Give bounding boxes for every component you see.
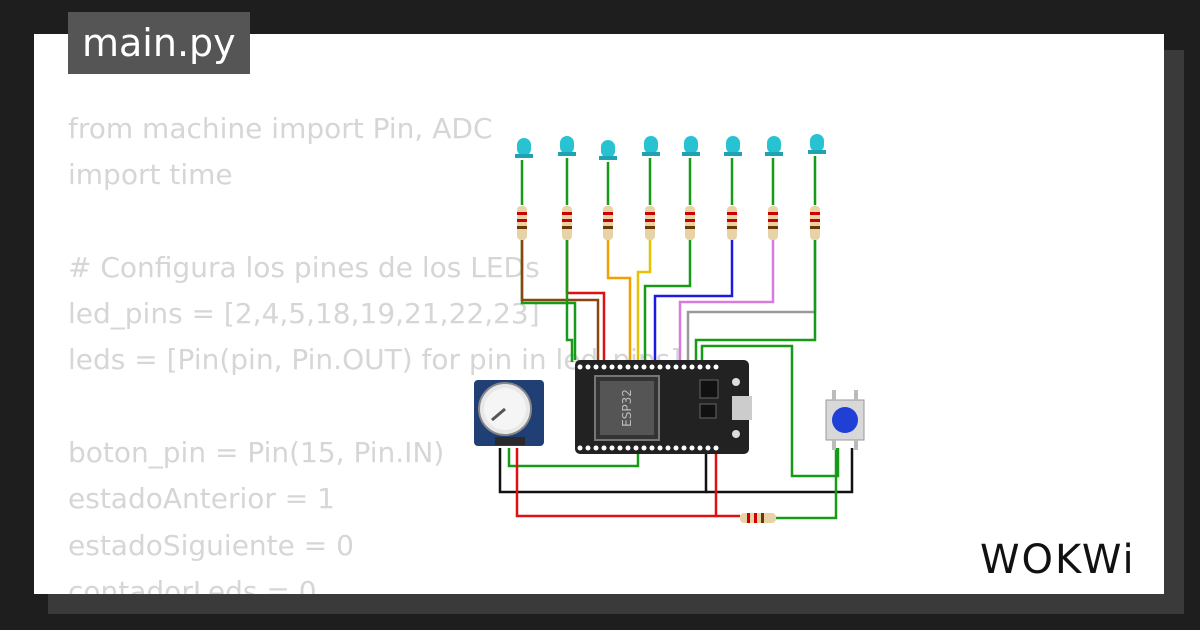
resistor — [685, 206, 695, 240]
resistor-row — [517, 206, 820, 523]
led — [682, 136, 700, 156]
code-line: estadoAnterior = 1 — [68, 482, 335, 516]
led — [515, 138, 533, 158]
code-line: estadoSiguiente = 0 — [68, 528, 354, 562]
resistor — [517, 206, 527, 240]
code-line: import time — [68, 158, 233, 192]
code-line: contadorLeds = 0 — [68, 574, 317, 594]
pushbutton[interactable] — [825, 390, 865, 450]
esp32-board: ESP32 — [575, 360, 752, 454]
led — [808, 134, 826, 154]
led — [642, 136, 660, 156]
led — [599, 140, 617, 160]
resistor — [603, 206, 613, 240]
resistor — [727, 206, 737, 240]
code-line: boton_pin = Pin(15, Pin.IN) — [68, 436, 445, 470]
circuit-diagram: ESP32 — [474, 134, 865, 523]
resistor — [645, 206, 655, 240]
file-tab[interactable]: main.py — [68, 12, 250, 74]
resistor — [740, 513, 776, 523]
logo-text: WOKWi — [980, 537, 1136, 583]
led — [765, 136, 783, 156]
board-label: ESP32 — [620, 389, 634, 427]
code-preview: from machine import Pin, ADC import time… — [68, 106, 681, 594]
wokwi-logo: WOKWi — [980, 537, 1136, 583]
led — [558, 136, 576, 156]
code-line: leds = [Pin(pin, Pin.OUT) for pin in led… — [68, 343, 682, 377]
resistor — [562, 206, 572, 240]
led-row — [515, 134, 826, 160]
wires — [498, 156, 854, 520]
resistor — [810, 206, 820, 240]
preview-card: from machine import Pin, ADC import time… — [34, 34, 1164, 594]
led — [724, 136, 742, 156]
code-line: # Configura los pines de los LEDs — [68, 250, 540, 284]
code-line: from machine import Pin, ADC — [68, 112, 493, 145]
code-line: led_pins = [2,4,5,18,19,21,22,23] — [68, 297, 540, 331]
potentiometer[interactable] — [474, 380, 544, 446]
resistor — [768, 206, 778, 240]
